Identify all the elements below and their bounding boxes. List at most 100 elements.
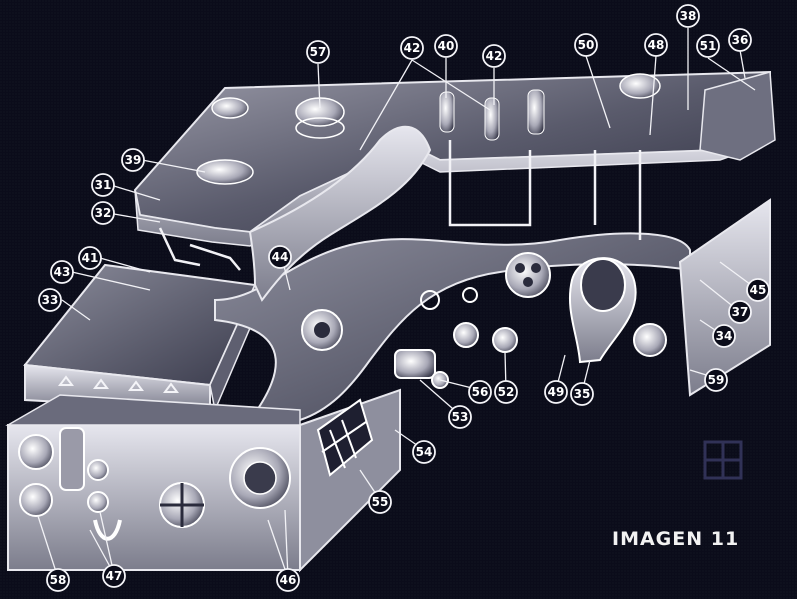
- callout-circle: [712, 324, 736, 348]
- figure-caption: IMAGEN 11: [612, 528, 739, 550]
- callout-circle: [696, 34, 720, 58]
- callout-number: 44: [272, 250, 289, 264]
- callout-circle: [306, 40, 330, 64]
- callout-circle: [494, 380, 518, 404]
- callout-circle: [570, 382, 594, 406]
- vent-grid-mark: [703, 440, 743, 480]
- callout-number: 42: [486, 49, 503, 63]
- right-rail: [699, 71, 776, 161]
- left-box-ribs: [58, 375, 179, 393]
- callout-marker: 38: [676, 4, 700, 28]
- curved-partition: [248, 125, 432, 302]
- callout-marker: 39: [121, 148, 145, 172]
- callout-circle: [448, 405, 472, 429]
- callout-marker: 36: [728, 28, 752, 52]
- callout-circle: [276, 568, 300, 592]
- callout-circle: [91, 173, 115, 197]
- callout-marker: 52: [494, 380, 518, 404]
- callout-circle: [728, 300, 752, 324]
- callout-marker: 49: [544, 380, 568, 404]
- callout-number: 41: [82, 251, 99, 265]
- callout-marker: 31: [91, 173, 115, 197]
- center-dials: [301, 252, 667, 357]
- callout-marker: 59: [704, 368, 728, 392]
- callout-marker: 50: [574, 33, 598, 57]
- right-side-wall: [678, 198, 771, 397]
- callout-number: 39: [125, 153, 142, 167]
- callout-marker: 42: [400, 36, 424, 60]
- callout-circle: [50, 260, 74, 284]
- lower-top-strip: [5, 394, 301, 426]
- callout-marker: 51: [696, 34, 720, 58]
- callout-marker: 58: [46, 568, 70, 592]
- callout-marker: 46: [276, 568, 300, 592]
- callout-circle: [746, 278, 770, 302]
- callout-marker: 47: [102, 564, 126, 588]
- callout-circle: [91, 201, 115, 225]
- callout-number: 59: [708, 373, 725, 387]
- callout-marker: 56: [468, 380, 492, 404]
- callout-marker: 42: [482, 44, 506, 68]
- callout-number: 47: [106, 569, 123, 583]
- lower-panel-controls: [18, 427, 291, 541]
- callout-marker: 53: [448, 405, 472, 429]
- callout-number: 49: [548, 385, 565, 399]
- callout-number: 32: [95, 206, 112, 220]
- callout-number: 45: [750, 283, 767, 297]
- callout-circle: [121, 148, 145, 172]
- callout-marker: 33: [38, 288, 62, 312]
- callout-number: 55: [372, 495, 389, 509]
- callout-number: 36: [732, 33, 749, 47]
- cable-tracks: [158, 140, 642, 271]
- callout-circle: [78, 246, 102, 270]
- callout-circle: [574, 33, 598, 57]
- callout-circle: [400, 36, 424, 60]
- callout-circle: [704, 368, 728, 392]
- callout-circle: [368, 490, 392, 514]
- side-connector: [394, 349, 449, 389]
- callout-number: 52: [498, 385, 515, 399]
- callout-circle: [728, 28, 752, 52]
- callout-number: 46: [280, 573, 297, 587]
- callout-marker: 40: [434, 34, 458, 58]
- callout-marker: 48: [644, 33, 668, 57]
- callout-number: 50: [578, 38, 595, 52]
- callout-circle: [544, 380, 568, 404]
- callout-circle: [676, 4, 700, 28]
- callout-number: 48: [648, 38, 665, 52]
- callout-circle: [38, 288, 62, 312]
- callout-number: 34: [716, 329, 733, 343]
- callout-number: 43: [54, 265, 71, 279]
- callout-number: 51: [700, 39, 717, 53]
- callout-number: 42: [404, 41, 421, 55]
- callout-marker: 41: [78, 246, 102, 270]
- callout-circle: [46, 568, 70, 592]
- callout-circle: [412, 440, 436, 464]
- callout-marker: 55: [368, 490, 392, 514]
- callout-marker: 45: [746, 278, 770, 302]
- callout-number: 35: [574, 387, 591, 401]
- callout-circle: [468, 380, 492, 404]
- louvered-grille: [316, 398, 374, 477]
- callout-marker: 34: [712, 324, 736, 348]
- callout-marker: 35: [570, 382, 594, 406]
- callout-marker: 44: [268, 245, 292, 269]
- callout-marker: 37: [728, 300, 752, 324]
- callout-number: 56: [472, 385, 489, 399]
- callout-number: 38: [680, 9, 697, 23]
- callout-marker: 43: [50, 260, 74, 284]
- callout-number: 37: [732, 305, 749, 319]
- callout-number: 53: [452, 410, 469, 424]
- callout-circle: [102, 564, 126, 588]
- upper-knobs: [196, 73, 661, 185]
- callout-number: 58: [50, 573, 67, 587]
- callout-number: 33: [42, 293, 59, 307]
- horn-funnel: [568, 257, 637, 364]
- callout-circle: [434, 34, 458, 58]
- callout-circle: [268, 245, 292, 269]
- callout-marker: 54: [412, 440, 436, 464]
- callout-number: 40: [438, 39, 455, 53]
- callout-circle: [482, 44, 506, 68]
